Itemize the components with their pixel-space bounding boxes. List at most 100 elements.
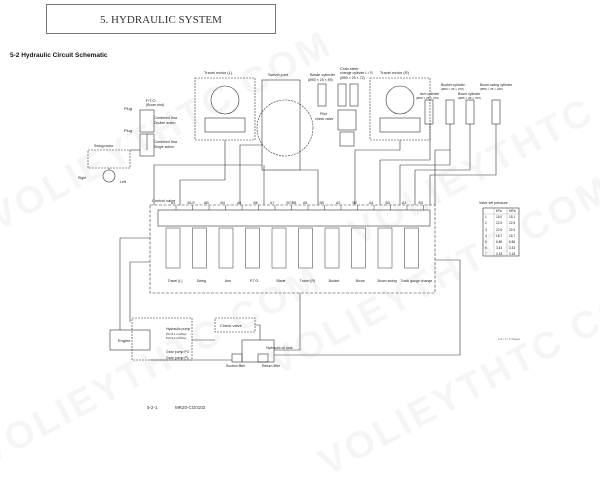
- travel-motor-l-symbol: [210, 85, 240, 115]
- pto-valve: [139, 109, 155, 133]
- relief-table-cell: 3: [485, 227, 487, 232]
- label-control-valve: Control valve: [152, 198, 176, 203]
- relief-table-cell: 22.5: [509, 227, 516, 232]
- port-label: B6: [253, 201, 258, 205]
- label-return-filter: Return filter: [262, 364, 281, 368]
- footer-doc: MR20-CG0102: [175, 405, 206, 410]
- label-boom-swing-cylinder: Boom swing cylinder: [480, 83, 513, 87]
- swivel-joint-circle: [256, 99, 314, 157]
- relief-table-cell: 0.15: [496, 252, 503, 257]
- label-part-ref: 1-2 / 1 / 1 Pages: [498, 337, 521, 341]
- valve-section-spool: [404, 227, 419, 269]
- valve-section-spool: [271, 227, 287, 269]
- valve-section-label: Boom: [355, 279, 366, 283]
- label-swing-motor: Swing motor: [94, 144, 114, 148]
- label-suction-filter: Suction filter: [226, 364, 246, 368]
- control-valve-sections: [165, 227, 419, 269]
- label-blade-cylinder-dims: (Ø50 × 25 × 89): [308, 78, 333, 82]
- valve-section-spool: [192, 227, 207, 269]
- travel-motor-r-symbol: [385, 85, 415, 115]
- relief-table-header-cell: kPa: [496, 209, 502, 213]
- relief-table-cell: 2: [485, 221, 487, 226]
- relief-table-cell: 22.5: [509, 221, 516, 226]
- relief-table-cell: 1: [485, 215, 487, 220]
- chapter-header-box: [46, 4, 276, 34]
- label-pto-sub: (Boom end): [146, 103, 165, 107]
- relief-table-cell: 15.1: [509, 215, 516, 220]
- crab-steer-cylinder-r: [349, 83, 359, 107]
- swivel-joint-block: [261, 79, 301, 171]
- relief-table-cell: 22.5: [496, 221, 503, 226]
- valve-section-spool: [324, 227, 340, 269]
- label-arm-cylinder-dims: (Ø50 × 25 × 370): [416, 96, 439, 100]
- port-label: A6: [237, 201, 242, 205]
- valve-section-spool: [377, 227, 393, 269]
- label-combined-flow-2: Combined flow: [154, 140, 178, 144]
- relief-table-cell: 16.7: [509, 233, 516, 238]
- port-label: B1/2: [187, 201, 195, 205]
- boom-cylinder: [465, 99, 475, 125]
- label-blade-cylinder: Blade cylinder: [310, 72, 336, 77]
- section-title: 5-2 Hydraulic Circuit Schematic: [10, 52, 108, 59]
- port-label: B7/B8: [286, 201, 297, 205]
- hydraulic-circuit-schematic: [87, 77, 520, 363]
- label-plug-2: Plug: [124, 128, 133, 133]
- relief-table-cell: 4: [485, 233, 487, 238]
- port-label: A3: [402, 201, 407, 205]
- valve-section-label: Boom swing: [377, 279, 397, 283]
- valve-section-label: Blade: [276, 279, 286, 283]
- label-pilot: Pilot: [320, 112, 327, 116]
- valve-section-label: Bucket: [328, 279, 340, 283]
- valve-section-label: Travel (R): [299, 279, 316, 283]
- relief-table-cell: 3.43: [496, 246, 503, 251]
- chapter-title: 5. HYDRAULIC SYSTEM: [100, 14, 222, 26]
- label-right: Right: [78, 176, 87, 180]
- label-bucket-cylinder-dims: (Ø60 × 25 × 270): [441, 87, 464, 91]
- valve-section-spool: [298, 227, 313, 269]
- relief-table-cell: 7: [485, 252, 487, 257]
- relief-table-title: Valve set pressure: [479, 201, 508, 205]
- pilot-check-valve: [337, 109, 357, 131]
- relief-table-frame: [482, 207, 520, 257]
- label-travel-motor-r: Travel motor (R): [380, 70, 409, 75]
- relief-table-cell: 6: [485, 246, 487, 251]
- boom-swing-cylinder: [491, 99, 501, 125]
- blade-cylinder: [317, 83, 327, 107]
- relief-table-cell: 6.86: [496, 240, 503, 244]
- valve-section-spool: [218, 227, 234, 269]
- swing-motor-box: [87, 149, 131, 169]
- arm-cylinder: [424, 99, 434, 125]
- travel-motor-r-outline: [369, 77, 431, 141]
- port-label: B3: [418, 201, 423, 205]
- label-check-valve: check valve: [315, 117, 334, 121]
- valve-section-label: Arm: [224, 279, 232, 283]
- port-label: B4: [220, 201, 225, 205]
- label-travel-motor-l: Travel motor (L): [204, 70, 233, 75]
- control-valve-block: [149, 204, 436, 294]
- label-boom-cylinder: Boom cylinder: [458, 92, 481, 96]
- label-crab-steer: Crab steer: [340, 66, 359, 71]
- port-label: A5: [303, 201, 308, 205]
- control-valve-port-ticks: [175, 205, 424, 210]
- label-plug-1: Plug: [124, 106, 133, 111]
- valve-section-label: Travel (L): [167, 279, 183, 283]
- valve-section-label: P.T.O.: [249, 279, 260, 283]
- label-change-cylinder: change cylinder L / R: [340, 71, 373, 75]
- travel-motor-l-outline: [194, 77, 256, 141]
- port-label: A4: [369, 201, 374, 205]
- suction-filter: [231, 353, 243, 363]
- label-double-action: Double action: [154, 121, 176, 125]
- crab-steer-cylinder-l: [337, 83, 347, 107]
- label-gear-pump-p1: Gear pump P1: [166, 356, 189, 360]
- manual-page: 5. HYDRAULIC SYSTEM 5-2 Hydraulic Circui…: [0, 4, 600, 485]
- label-boom-swing-cylinder-dims: (Ø50 × 25 × 220): [480, 87, 503, 91]
- label-boom-cylinder-dims: (Ø65 × 35 × 370): [458, 96, 481, 100]
- footer-page: 5-2-1: [147, 405, 158, 410]
- relief-table-cell: 16.7: [496, 233, 503, 238]
- return-filter: [257, 353, 269, 363]
- label-swivel-joint: Swivel joint: [268, 72, 289, 77]
- label-arm-cylinder: Arm cylinder: [420, 92, 440, 96]
- port-label: A1: [171, 201, 176, 205]
- port-label: A7: [270, 201, 275, 205]
- label-engine: Engine: [118, 338, 131, 343]
